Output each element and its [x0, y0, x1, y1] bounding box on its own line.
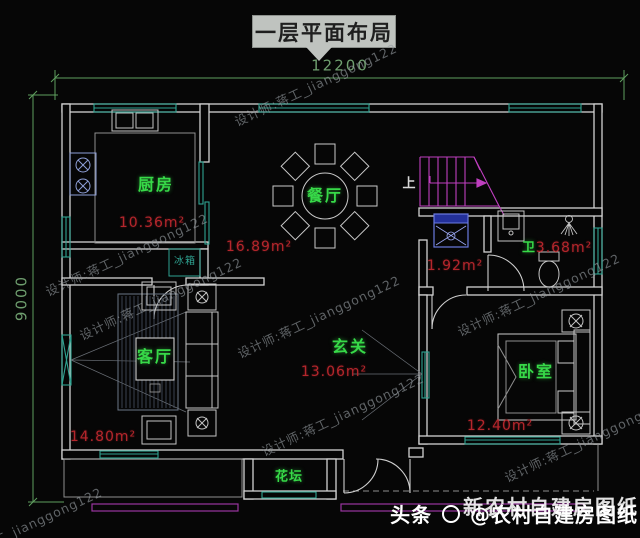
bathroom-label: 卫	[521, 240, 537, 256]
fridge-label: 冰箱	[174, 256, 196, 267]
sofa	[185, 283, 219, 437]
page-title: 一层平面布局	[255, 20, 393, 45]
dimension-width-label: 12200	[311, 56, 369, 75]
fridge-box	[168, 248, 201, 277]
roof-overhang-lines	[91, 503, 585, 512]
title-callout-pointer	[306, 47, 332, 61]
flowerbed-label: 花坛	[274, 469, 304, 485]
hall-label: 玄关	[331, 337, 369, 356]
bedroom-label: 卧室	[517, 362, 555, 381]
washing-machine-icon	[433, 213, 469, 248]
doors	[153, 254, 525, 494]
shower-icon	[560, 215, 578, 236]
footer-handle: @农村自建房图纸	[470, 503, 638, 527]
sink-icon	[497, 210, 525, 242]
armchairs	[141, 281, 177, 445]
windows	[61, 103, 603, 499]
nightstands	[561, 309, 591, 435]
footer-brand: 新农村自建房图纸 头条 @农村自建房图纸	[390, 495, 638, 528]
stove-icon	[69, 152, 97, 196]
dining-label: 餐厅	[306, 186, 344, 205]
kitchen-label: 厨房	[137, 175, 175, 194]
hall-area: 13.06m²	[300, 364, 368, 380]
dimension-height-label: 9000	[12, 274, 31, 322]
dining-table	[272, 143, 378, 249]
staircase	[419, 156, 505, 216]
toilet-icon	[538, 251, 560, 288]
footer-ghost-text: 新农村自建房图纸	[463, 495, 639, 519]
footer-brand-name: 头条	[390, 503, 433, 527]
toutiao-logo-icon	[442, 505, 461, 523]
kitchen-counter	[94, 109, 196, 244]
stairs-up-label: 上	[402, 176, 416, 192]
living-area: 14.80m²	[69, 429, 137, 445]
coffee-table	[135, 337, 175, 393]
porch-outlines	[63, 444, 599, 498]
title-callout: 一层平面布局	[252, 15, 396, 48]
bed	[497, 329, 591, 425]
dimension-lines	[28, 70, 629, 507]
bedroom-area: 12.40m²	[466, 418, 534, 434]
laundry-area: 1.92m²	[426, 258, 484, 274]
kitchen-area: 10.36m²	[118, 215, 186, 231]
bathroom-area: 3.68m²	[535, 240, 593, 256]
living-label: 客厅	[136, 347, 174, 366]
dining-area: 16.89m²	[225, 239, 293, 255]
